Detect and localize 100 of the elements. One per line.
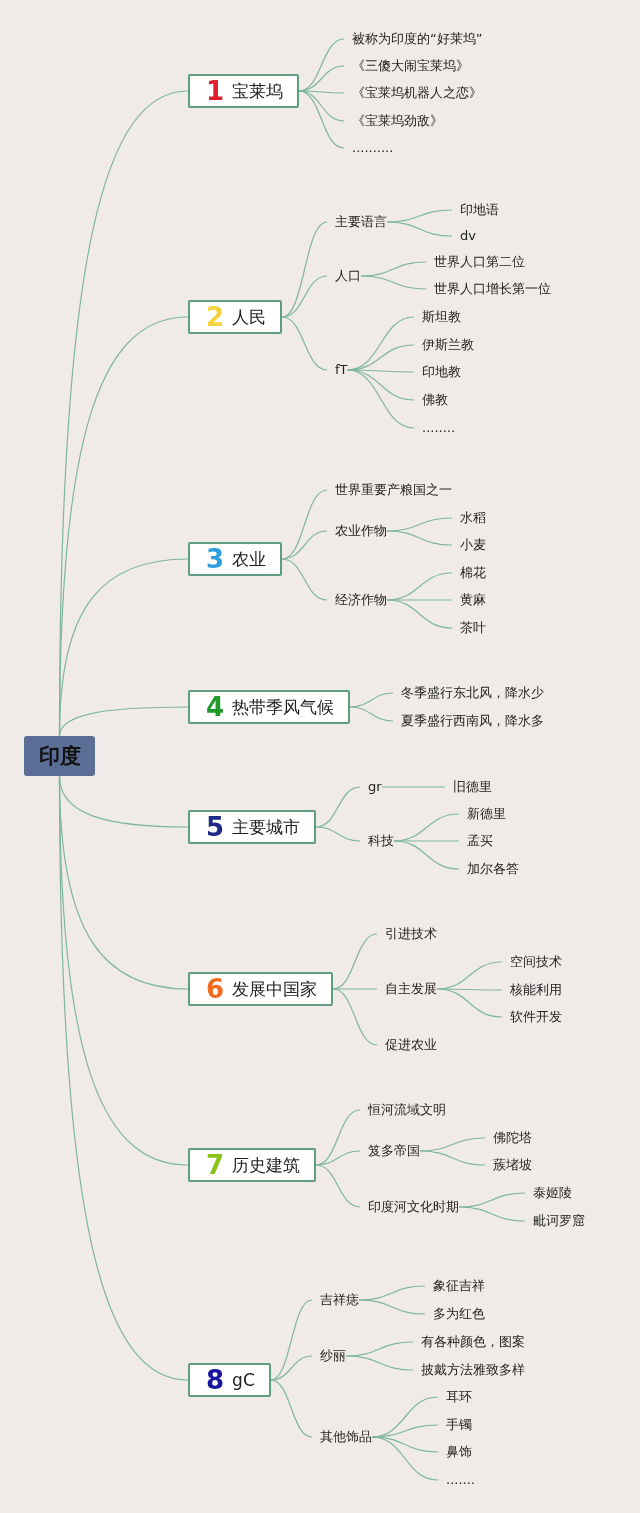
subtopic-text: 《宝莱坞劲敌》 <box>344 113 443 129</box>
subtopic-text: 印度河文化时期 <box>360 1199 459 1215</box>
branch-line <box>381 786 446 788</box>
subtopic-text: 水稻 <box>452 510 486 526</box>
subtopic-text: 《宝莱坞机器人之恋》 <box>344 85 482 101</box>
subtopic-text: 世界人口第二位 <box>426 254 525 270</box>
topic-number: 2 <box>206 302 225 332</box>
subtopic-text: 空间技术 <box>502 954 562 970</box>
topic-number: 8 <box>206 1365 225 1395</box>
topic-number: 1 <box>206 76 225 106</box>
topic-box <box>188 972 334 1006</box>
topic-title: gC <box>232 1370 255 1390</box>
branch-line <box>419 1150 486 1166</box>
subtopic-text: gr <box>360 779 382 795</box>
subtopic-text: 黄麻 <box>452 592 486 608</box>
branch-line <box>281 558 328 601</box>
topic-number: 3 <box>206 544 225 574</box>
topic-box <box>188 690 351 724</box>
subtopic-text: 毗诃罗窟 <box>525 1213 585 1229</box>
subtopic-text: 《三傻大闹宝莱坞》 <box>344 58 469 74</box>
topic-title: 人民 <box>232 307 267 327</box>
topic-box <box>188 1363 271 1397</box>
subtopic-text: 恒河流域文明 <box>360 1102 446 1118</box>
subtopic-text: 科技 <box>360 833 394 849</box>
subtopic-text: 促进农业 <box>377 1037 437 1053</box>
topic-box <box>188 300 283 334</box>
subtopic-text: 佛教 <box>414 392 448 408</box>
topic-title: 主要城市 <box>232 817 301 837</box>
branch-line <box>345 1355 414 1371</box>
subtopic-text: 农业作物 <box>327 523 387 539</box>
subtopic-text: 纱丽 <box>312 1348 346 1364</box>
subtopic-text: 世界人口增长第一位 <box>426 281 551 297</box>
subtopic-text: 印地教 <box>414 364 461 380</box>
subtopic-text: 手镯 <box>438 1417 472 1433</box>
topic-number: 4 <box>206 692 225 722</box>
subtopic-text: 有各种颜色，图案 <box>413 1334 525 1350</box>
subtopic-text: 耳环 <box>438 1389 472 1405</box>
branch-line <box>436 988 503 1018</box>
branch-line <box>358 1299 426 1315</box>
subtopic-text: 自主发展 <box>377 981 437 997</box>
branch-line <box>349 692 394 708</box>
subtopic-text: 人口 <box>327 268 361 284</box>
subtopic-text: 其他饰品 <box>312 1429 372 1445</box>
subtopic-text: 被称为印度的“好莱坞” <box>344 31 483 47</box>
topic-number: 7 <box>206 1150 225 1180</box>
subtopic-text: 吉祥痣 <box>312 1292 359 1308</box>
subtopic-text: 披戴方法雅致多样 <box>413 1362 525 1378</box>
branch-line <box>58 775 189 1381</box>
branch-line <box>386 599 453 629</box>
subtopic-text: 象征吉祥 <box>425 1278 485 1294</box>
subtopic-text: 主要语言 <box>327 214 387 230</box>
subtopic-text: fT <box>327 362 348 378</box>
branch-line <box>349 706 394 722</box>
subtopic-text: 斯坦教 <box>414 309 461 325</box>
subtopic-text: dv <box>452 228 476 244</box>
branch-line <box>458 1206 526 1222</box>
topic-title: 热带季风气候 <box>232 697 335 717</box>
subtopic-text: 孟买 <box>459 833 493 849</box>
subtopic-text: 软件开发 <box>502 1009 562 1025</box>
branch-line <box>371 1436 439 1481</box>
branch-line <box>332 988 378 1046</box>
subtopic-text: ........ <box>414 420 456 436</box>
subtopic-text: 伊斯兰教 <box>414 337 474 353</box>
subtopic-text: 经济作物 <box>327 592 387 608</box>
branch-line <box>371 1436 439 1453</box>
branch-line <box>315 826 361 842</box>
branch-line <box>346 369 415 429</box>
branch-line <box>281 316 328 371</box>
branch-line <box>360 275 427 290</box>
branch-line <box>315 786 361 828</box>
subtopic-text: ....... <box>438 1472 475 1488</box>
subtopic-text: 旧德里 <box>445 779 492 795</box>
topic-title: 历史建筑 <box>232 1155 301 1175</box>
central-topic-box: 印度 <box>24 736 95 776</box>
topic-box <box>188 810 317 844</box>
subtopic-text: 棉花 <box>452 565 486 581</box>
subtopic-text: 新德里 <box>459 806 506 822</box>
subtopic-text: 核能利用 <box>502 982 562 998</box>
topic-title: 发展中国家 <box>232 979 318 999</box>
branch-line <box>298 90 345 149</box>
topic-title: 宝莱坞 <box>232 81 284 101</box>
subtopic-text: 印地语 <box>452 202 499 218</box>
subtopic-text: 泰姬陵 <box>525 1185 572 1201</box>
subtopic-text: 冬季盛行东北风，降水少 <box>393 685 544 701</box>
branch-line <box>58 706 189 737</box>
topic-number: 5 <box>206 812 225 842</box>
branch-line <box>315 1164 361 1208</box>
subtopic-text: 引进技术 <box>377 926 437 942</box>
subtopic-text: 小麦 <box>452 537 486 553</box>
subtopic-text: 茶叶 <box>452 620 486 636</box>
branch-line <box>386 530 453 546</box>
branch-line <box>270 1379 313 1438</box>
topic-box <box>188 74 300 108</box>
topic-number: 6 <box>206 974 225 1004</box>
branch-line <box>346 369 415 401</box>
subtopic-text: .......... <box>344 140 394 156</box>
subtopic-text: 笈多帝国 <box>360 1143 420 1159</box>
subtopic-text: 世界重要产粮国之一 <box>327 482 452 498</box>
topic-title: 农业 <box>232 549 267 569</box>
subtopic-text: 佛陀塔 <box>485 1130 532 1146</box>
